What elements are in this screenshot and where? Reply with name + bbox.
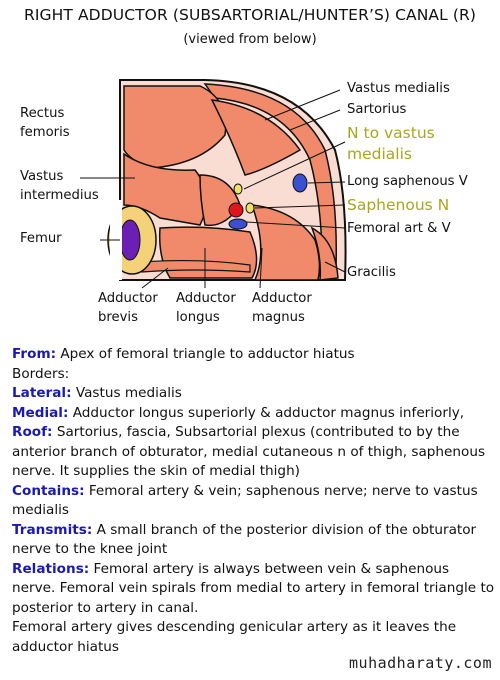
- paragraph: From: Apex of femoral triangle to adduct…: [12, 345, 496, 365]
- gracilis-muscle: [310, 226, 339, 281]
- paragraph-text: Femoral artery is always between vein & …: [12, 560, 495, 616]
- description-text: From: Apex of femoral triangle to adduct…: [12, 345, 496, 657]
- paragraph: Medial: Adductor longus superiorly & add…: [12, 404, 496, 424]
- vastus-medialis-muscle: [210, 99, 302, 176]
- label-rectus-femoris: Rectus femoris: [20, 106, 70, 140]
- paragraph-text: Borders:: [12, 365, 70, 382]
- paragraph-text: Adductor longus superiorly & adductor ma…: [68, 404, 465, 421]
- femoral-artery: [228, 202, 244, 218]
- femoral-vein: [228, 218, 248, 230]
- paragraph-text: Vastus medialis: [71, 385, 182, 401]
- canal-cross-section-diagram: [80, 79, 347, 289]
- paragraph-text: Sartorius, fascia, Subsartorial plexus (…: [12, 424, 486, 479]
- paragraph: Borders:: [12, 365, 496, 385]
- paragraph: Lateral: Vastus medialis: [12, 384, 496, 404]
- paragraph: Relations: Femoral artery is always betw…: [12, 560, 496, 619]
- adductor-brevis-muscle: [139, 259, 251, 273]
- label-adductor-magnus: Adductor magnus: [252, 291, 312, 325]
- paragraph-heading: Medial:: [12, 404, 69, 421]
- paragraph-text: Femoral artery gives descending genicula…: [12, 619, 457, 655]
- label-saphenous-n: Saphenous N: [347, 196, 450, 214]
- label-gracilis: Gracilis: [347, 265, 396, 280]
- paragraph-text: Femoral artery & vein; saphenous nerve; …: [12, 482, 478, 519]
- label-femur: Femur: [20, 231, 62, 246]
- label-long-saphenous-v: Long saphenous V: [347, 174, 468, 189]
- femur-marrow: [119, 219, 141, 261]
- saphenous-nerve: [245, 202, 255, 214]
- paragraph: Roof: Sartorius, fascia, Subsartorial pl…: [12, 423, 496, 482]
- nerve-to-vastus-medialis: [233, 183, 243, 195]
- paragraph-text: A small branch of the posterior division…: [12, 521, 477, 558]
- label-adductor-brevis: Adductor brevis: [98, 291, 158, 325]
- paragraph-heading: Transmits:: [12, 521, 93, 538]
- paragraph: Transmits: A small branch of the posteri…: [12, 521, 496, 560]
- page-subtitle: (viewed from below): [183, 32, 317, 47]
- page-title: RIGHT ADDUCTOR (SUBSARTORIAL/HUNTER’S) C…: [23, 6, 477, 24]
- paragraph-text: Apex of femoral triangle to adductor hia…: [56, 346, 355, 362]
- paragraph: Femoral artery gives descending genicula…: [12, 618, 496, 657]
- paragraph-heading: Contains:: [12, 482, 85, 499]
- long-saphenous-vein: [292, 173, 308, 193]
- label-femoral-art-v: Femoral art & V: [347, 221, 451, 236]
- label-adductor-longus: Adductor longus: [176, 291, 236, 325]
- label-sartorius: Sartorius: [347, 102, 407, 117]
- label-vastus-intermedius: Vastus intermedius: [20, 169, 99, 203]
- paragraph-heading: From:: [12, 346, 57, 362]
- label-vastus-medialis: Vastus medialis: [347, 81, 450, 96]
- paragraph-heading: Relations:: [12, 560, 90, 577]
- paragraph-heading: Roof:: [12, 424, 53, 440]
- paragraph-heading: Lateral:: [12, 385, 72, 401]
- paragraph: Contains: Femoral artery & vein; sapheno…: [12, 482, 496, 521]
- site-watermark: muhadharaty.com: [349, 654, 492, 672]
- label-n-to-vastus-medialis: N to vastus medialis: [347, 124, 435, 163]
